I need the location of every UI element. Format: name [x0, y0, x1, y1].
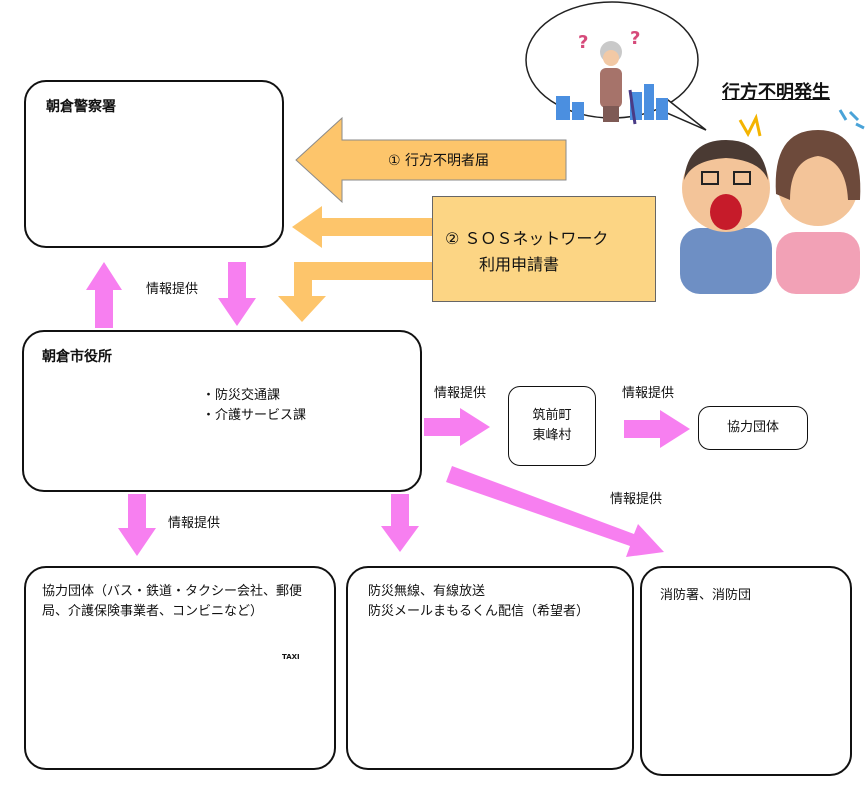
broadcast-box: 防災無線、有線放送 防災メールまもるくん配信（希望者）: [346, 566, 634, 770]
report-arrow: [295, 116, 567, 204]
report-label: ① 行方不明者届: [388, 153, 490, 169]
police-station-title: 朝倉警察署: [46, 99, 116, 115]
svg-text:?: ?: [630, 28, 640, 49]
towns-box: 筑前町 東峰村: [508, 386, 596, 466]
department-2: ・介護サービス課: [202, 408, 307, 423]
info-arrow-coop: [624, 410, 690, 448]
city-hall-title: 朝倉市役所: [42, 349, 112, 365]
info-arrow-up: [86, 262, 122, 328]
info-arrow-fire: [446, 466, 664, 557]
fire-label: 消防署、消防団: [660, 588, 752, 603]
town-1: 筑前町: [532, 408, 572, 423]
police-station-box: 朝倉警察署: [24, 80, 284, 248]
broadcast-line2: 防災メールまもるくん配信（希望者）: [368, 604, 590, 619]
sos-line1: ② ＳＯＳネットワーク: [445, 229, 609, 248]
department-1: ・防災交通課: [202, 388, 281, 403]
sos-arrow-to-police: [292, 206, 432, 248]
sos-application-box: ② ＳＯＳネットワーク 利用申請書: [432, 196, 656, 302]
broadcast-line1: 防災無線、有線放送: [368, 584, 486, 599]
info-arrow-partners: [118, 494, 156, 556]
city-hall-sign: 市役所: [87, 385, 135, 401]
fire-box: 消防署、消防団: [640, 566, 852, 776]
worried-man-illustration: [680, 113, 772, 294]
info-label-coop: 情報提供: [622, 386, 675, 401]
taxi-sign: TAXI: [282, 653, 300, 661]
info-arrow-broadcast: [381, 494, 419, 552]
sos-line2: 利用申請書: [479, 255, 560, 274]
info-label-police: 情報提供: [146, 282, 199, 297]
svg-text:?: ?: [578, 32, 588, 53]
worried-woman-illustration: [775, 109, 865, 294]
partners-box: 協力団体（バス・鉄道・タクシー会社、郵便局、介護保険事業者、コンビニなど） TA…: [24, 566, 336, 770]
coop-label: 協力団体: [726, 420, 779, 435]
info-arrow-towns: [424, 408, 490, 446]
info-label-partners: 情報提供: [168, 516, 221, 531]
info-label-fire: 情報提供: [610, 492, 663, 507]
speech-bubble: ? ?: [525, 1, 707, 131]
town-2: 東峰村: [532, 428, 572, 443]
coop-box: 協力団体: [698, 406, 808, 450]
info-arrow-down: [218, 262, 256, 326]
city-hall-box: 朝倉市役所 市役所 ・防災交通課 ・介護サービス課: [22, 330, 422, 492]
info-label-towns: 情報提供: [434, 386, 487, 401]
sos-arrow-to-cityhall: [278, 262, 432, 322]
page-title: 行方不明発生: [722, 82, 830, 103]
partners-text: 協力団体（バス・鉄道・タクシー会社、郵便局、介護保険事業者、コンビニなど）: [42, 584, 303, 619]
